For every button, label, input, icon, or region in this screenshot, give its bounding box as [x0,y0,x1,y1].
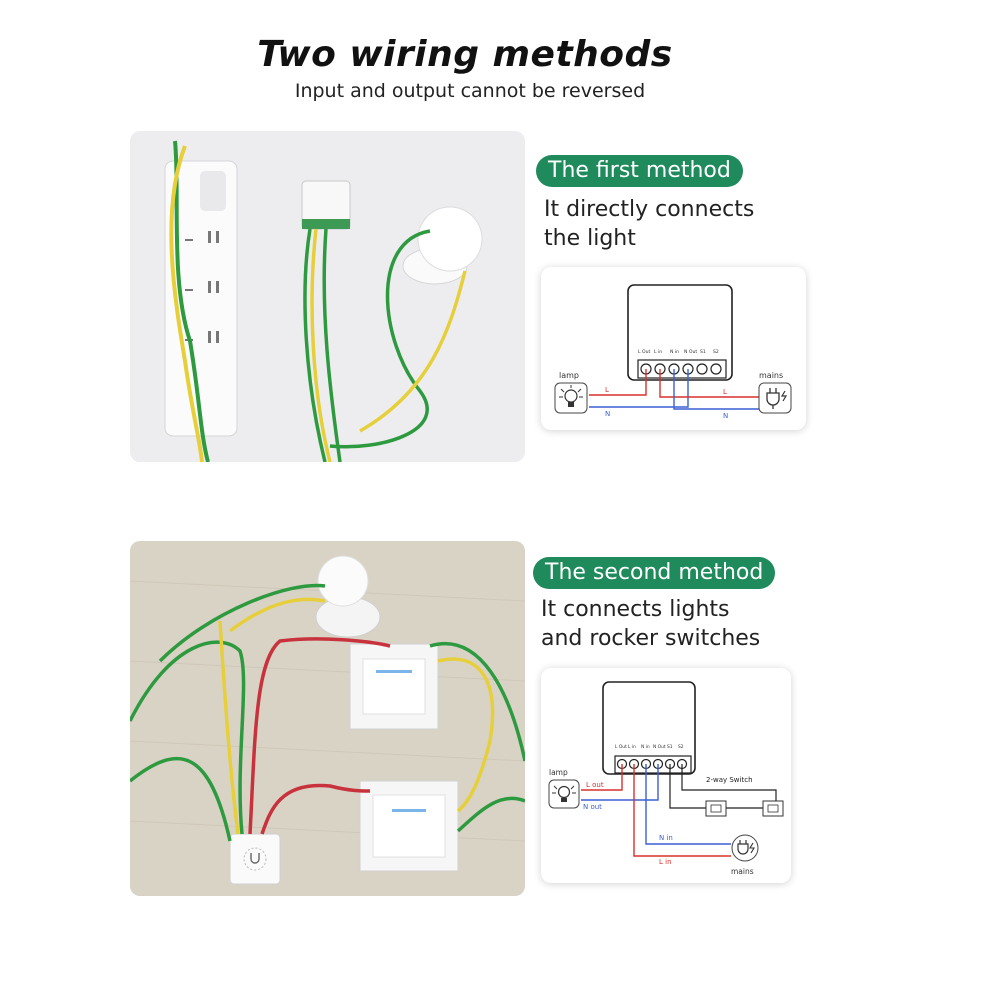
wiring-diagram-second: L Out L in N in N Out S1 S2 L out N out … [541,668,791,883]
wire-label-l-out: L out [586,781,604,789]
lamp-bulb [315,555,381,638]
rocker-switch-top [349,643,439,730]
two-way-switch-icon [705,800,784,817]
mains-label: mains [759,371,783,380]
photo-first-method [130,131,525,462]
terminal-label-n-in: N in [670,349,679,355]
wire-label-n-left: N [605,410,610,418]
first-method-desc-line2: the light [544,226,636,251]
two-way-switch-label: 2-way Switch [706,776,753,784]
power-strip [164,160,238,437]
terminal-label-l-in: L in [628,744,636,750]
terminal-label-n-out: N Out [653,744,666,750]
wire-label-l-in: L in [659,858,672,866]
terminal-label-s1: S1 [700,349,706,355]
rocker-switch-bottom [359,780,459,872]
wire-label-l-left: L [605,386,609,394]
first-method-badge: The first method [536,155,743,187]
wire-label-n-out: N out [583,803,602,811]
second-method-desc-line2: and rocker switches [541,626,761,651]
lamp-icon [548,779,580,809]
terminal-label-s2: S2 [713,349,719,355]
terminal-block [616,758,688,770]
page-subtitle: Input and output cannot be reversed [294,80,646,102]
module-outline [602,681,696,775]
lamp-bulb [402,206,483,285]
page-title: Two wiring methods [257,34,673,75]
smart-switch-module [229,833,281,885]
wire-label-n-in: N in [659,834,673,842]
mains-plug-icon [758,382,792,414]
second-method-desc-line1: It connects lights [541,597,730,622]
lamp-label: lamp [549,768,568,777]
photo-second-method [130,541,525,896]
wire-label-l-right: L [723,388,727,396]
first-method-description: It directly connects the light [544,195,754,253]
terminal-label-s2: S2 [678,744,684,750]
terminal-label-l-out: L Out [615,744,627,750]
wire-label-n-right: N [723,412,728,420]
module-outline [627,284,733,381]
terminal-label-n-in: N in [641,744,650,750]
mains-label: mains [731,867,754,876]
lamp-icon [554,382,588,414]
wiring-diagram-first: L Out L in N in N Out S1 S2 L N L N lamp… [541,267,806,430]
second-method-badge: The second method [533,557,776,589]
terminal-label-s1: S1 [667,744,673,750]
smart-switch-module [301,180,351,230]
terminal-label-n-out: N Out [684,349,697,355]
terminal-label-l-out: L Out [638,349,651,355]
lamp-label: lamp [559,371,579,380]
second-method-description: It connects lights and rocker switches [541,595,760,653]
first-method-desc-line1: It directly connects [544,197,755,222]
terminal-label-l-in: L in [654,349,662,355]
mains-plug-icon [731,834,759,862]
